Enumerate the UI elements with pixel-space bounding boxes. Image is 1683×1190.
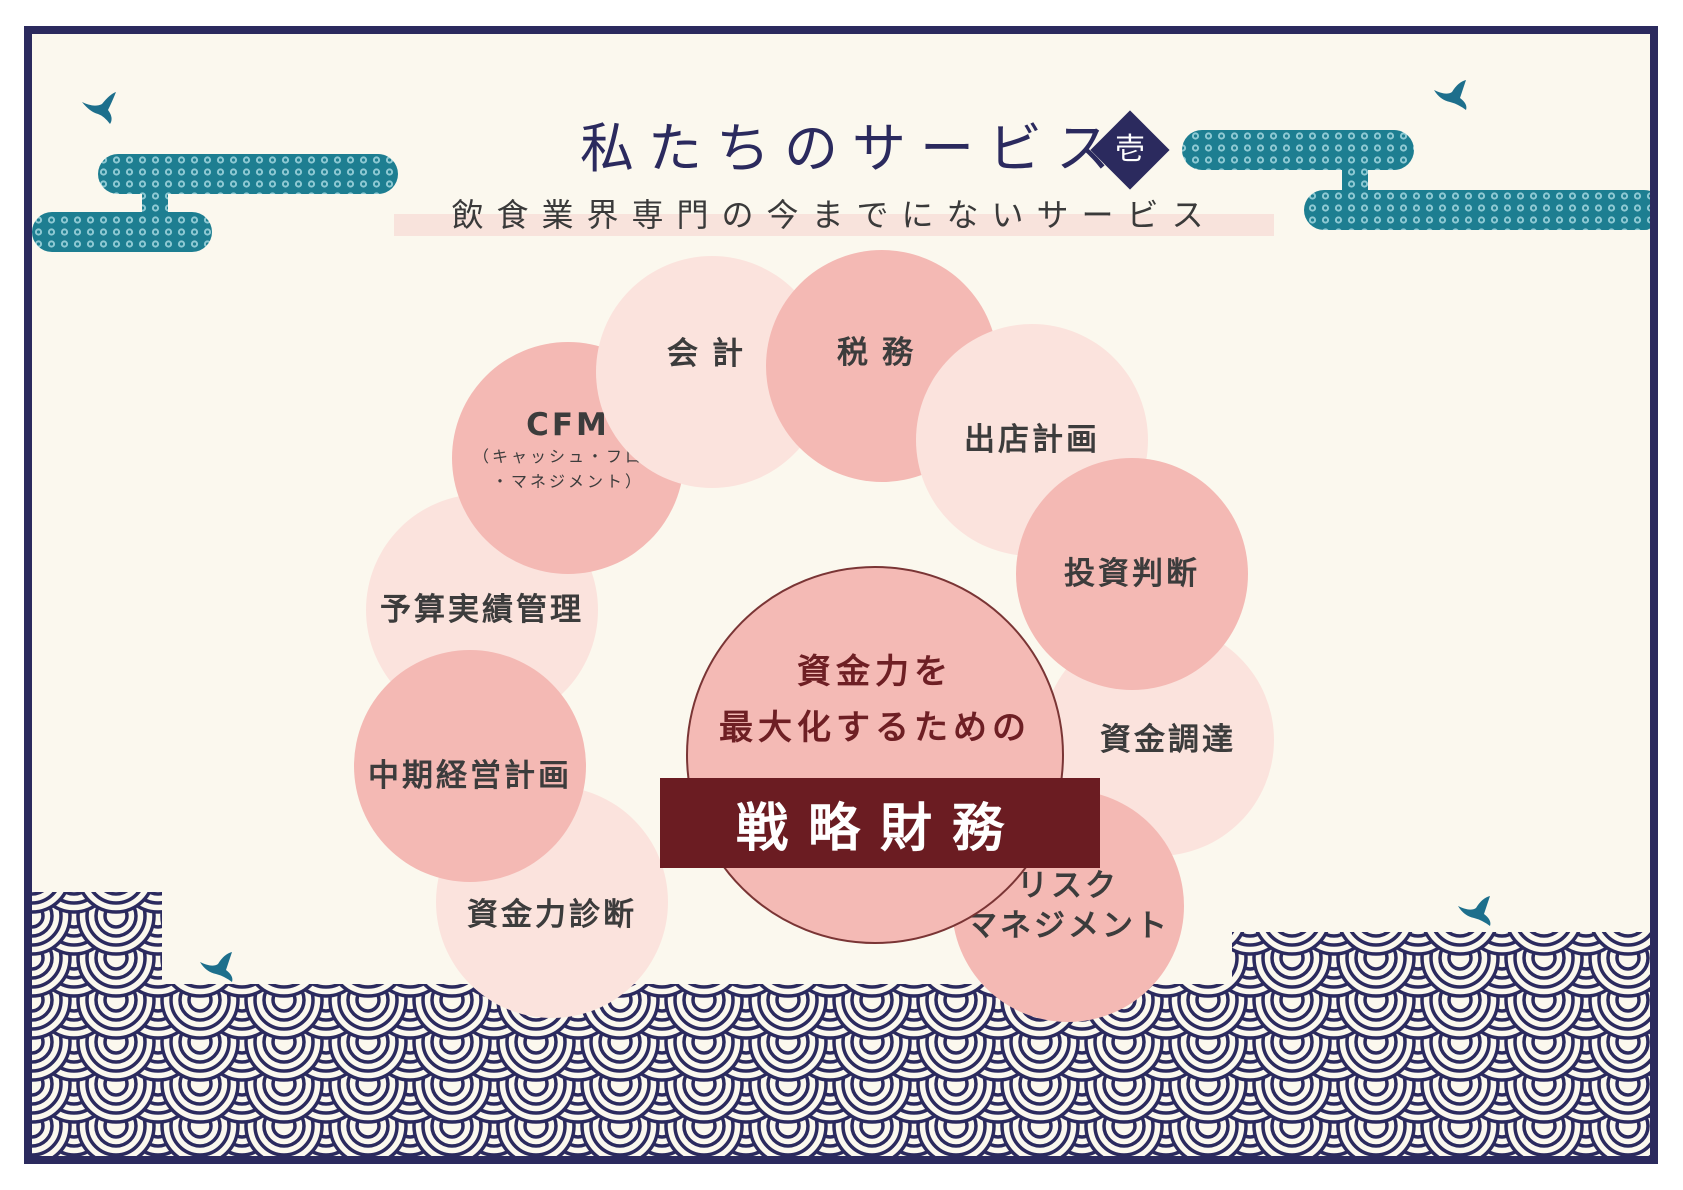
swallow-icon: [82, 92, 116, 124]
subtitle-highlight: [394, 214, 1274, 236]
center-line-1: 資金力を: [797, 652, 953, 692]
service-note: ・マネジメント）: [491, 472, 644, 492]
page-frame: 私たちのサービス 壱 飲食業界専門の今までにないサービス 予算実績管理 資金力診…: [24, 26, 1658, 1164]
swallow-icon: [1434, 80, 1467, 110]
center-banner: 戦略財務: [660, 778, 1100, 868]
service-label: 予算実績管理: [380, 591, 584, 628]
service-label: 税務: [837, 334, 927, 371]
service-label: 出店計画: [964, 421, 1100, 458]
page-title: 私たちのサービス: [580, 117, 1124, 180]
wave-pattern: [32, 892, 1650, 1156]
service-circle-investment: 投資判断: [1016, 458, 1248, 690]
service-label: 資金調達: [1100, 721, 1236, 758]
service-note: （キャッシュ・フロー: [472, 447, 663, 467]
swallow-icon: [200, 952, 233, 982]
swallow-icon: [1458, 896, 1491, 926]
center-caption: 資金力を 最大化するための: [672, 644, 1078, 756]
service-circle-midterm-plan: 中期経営計画: [354, 650, 586, 882]
center-line-2: 最大化するための: [719, 708, 1031, 748]
service-label: 会計: [667, 335, 757, 372]
service-label: リスク: [1017, 867, 1119, 904]
page-subtitle: 飲食業界専門の今までにないサービス: [451, 196, 1217, 234]
badge-text: 壱: [1115, 132, 1145, 167]
service-label: 資金力診断: [467, 896, 637, 933]
cloud-right: [1182, 130, 1650, 230]
title-badge: 壱: [1090, 110, 1170, 190]
service-label: マネジメント: [966, 908, 1170, 944]
service-label: 投資判断: [1064, 555, 1200, 592]
service-label: CFM: [526, 407, 610, 444]
decoration-layer: [32, 80, 1650, 1156]
service-label: 中期経営計画: [368, 757, 572, 794]
center-circle: [686, 566, 1064, 944]
cloud-left: [32, 154, 398, 252]
